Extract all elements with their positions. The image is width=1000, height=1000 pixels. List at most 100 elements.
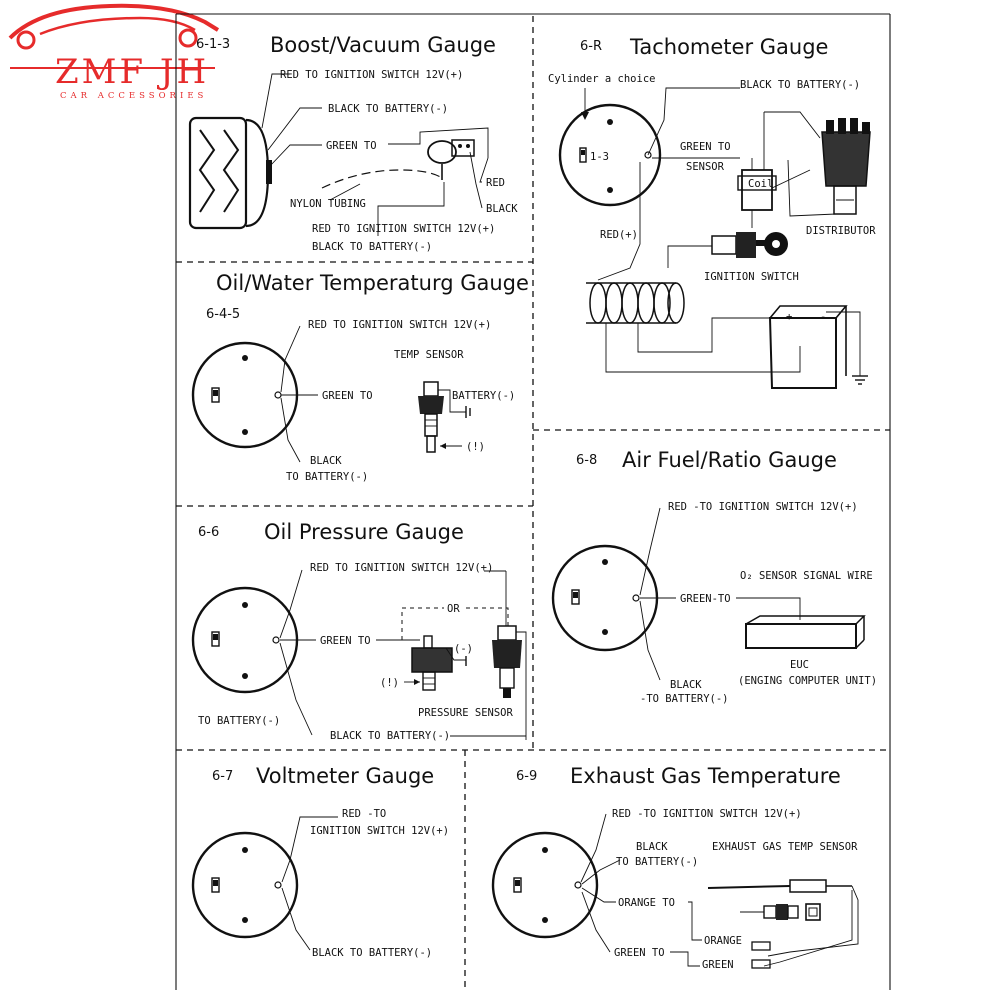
egt-label-to-battery: TO BATTERY(-)	[616, 856, 698, 868]
temp-sensor-icon	[418, 381, 444, 453]
afr-label-ecu-name: (ENGING COMPUTER UNIT)	[738, 675, 877, 687]
nylon-tubing-icon	[321, 169, 443, 189]
egt-label-red: RED -TO IGNITION SWITCH 12V(+)	[612, 808, 802, 820]
distributor-icon	[821, 118, 871, 215]
boost-label-red-wire: RED	[486, 177, 505, 189]
battery-icon: + -	[768, 305, 848, 389]
boost-sender-icon	[427, 139, 475, 180]
oilpress-label-caution: (!)	[380, 677, 399, 689]
brand-name: ZMF JH	[55, 52, 209, 92]
tach-label-red: RED(+)	[600, 229, 638, 241]
section-oil-pressure: 6-6 Oil Pressure Gauge RED TO IGNITION S…	[191, 520, 527, 742]
boost-label-nylon-tubing: NYLON TUBING	[290, 198, 366, 210]
section-code: 6-6	[198, 525, 219, 540]
egt-label-green: GREEN	[702, 959, 734, 971]
section-voltmeter: 6-7 Voltmeter Gauge RED -TO IGNITION SWI…	[191, 764, 449, 959]
afr-label-red: RED -TO IGNITION SWITCH 12V(+)	[668, 501, 858, 513]
oilpress-label-to-battery: TO BATTERY(-)	[198, 715, 280, 727]
section-code: 6-8	[576, 453, 597, 468]
oilpress-label-minus: (-)	[454, 643, 473, 655]
egt-label-green-to: GREEN TO	[614, 947, 665, 959]
section-boost-vacuum: 6-1-3 Boost/Vacuum Gauge RED TO IGNITION…	[188, 33, 518, 253]
egt-label-black: BLACK	[636, 841, 668, 853]
svg-text:1-3: 1-3	[590, 151, 609, 163]
section-code: 6-1-3	[196, 37, 230, 52]
section-tachometer: 6-R Tachometer Gauge Cylinder a choice 1…	[548, 35, 876, 389]
oilwater-label-green: GREEN TO	[322, 390, 373, 402]
section-title: Boost/Vacuum Gauge	[270, 33, 496, 57]
afr-label-to-battery: -TO BATTERY(-)	[640, 693, 729, 705]
afr-label-euc: EUC	[790, 659, 809, 671]
section-code: 6-9	[516, 769, 537, 784]
afr-label-green: GREEN-TO	[680, 593, 731, 605]
boost-label-red-sender: RED TO IGNITION SWITCH 12V(+)	[312, 223, 495, 235]
section-frames	[175, 13, 891, 990]
section-title: Air Fuel/Ratio Gauge	[622, 448, 837, 472]
egt-label-orange-to: ORANGE TO	[618, 897, 675, 909]
afr-label-o2-sensor: O₂ SENSOR SIGNAL WIRE	[740, 570, 873, 582]
section-title: Tachometer Gauge	[629, 35, 828, 59]
tach-label-cylinder: Cylinder a choice	[548, 73, 655, 85]
egt-label-sensor: EXHAUST GAS TEMP SENSOR	[712, 841, 858, 853]
section-title: Oil Pressure Gauge	[264, 520, 464, 544]
ecu-box-icon	[745, 615, 866, 649]
egt-label-orange: ORANGE	[704, 935, 742, 947]
brand-logo: ZMF JH CAR ACCESSORIES	[8, 3, 220, 101]
oilwater-label-temp-sensor: TEMP SENSOR	[394, 349, 464, 361]
oilpress-label-red: RED TO IGNITION SWITCH 12V(+)	[310, 562, 493, 574]
svg-text:+: +	[786, 311, 792, 323]
egt-probe-icon	[707, 879, 859, 967]
tach-label-sensor: SENSOR	[686, 161, 725, 173]
tach-label-black: BLACK TO BATTERY(-)	[740, 79, 860, 91]
boost-label-red: RED TO IGNITION SWITCH 12V(+)	[280, 69, 463, 81]
boost-label-black-sender: BLACK TO BATTERY(-)	[312, 241, 432, 253]
tach-gauge-icon: 1-3	[558, 103, 662, 207]
boost-label-green: GREEN TO	[326, 140, 377, 152]
section-oil-water-temp: Oil/Water Temperaturg Gauge 6-4-5 RED TO…	[191, 271, 529, 483]
egt-connector-icon	[751, 941, 771, 969]
ignition-switch-icon	[711, 232, 788, 258]
svg-text:-: -	[820, 311, 826, 323]
tach-label-distributor: DISTRIBUTOR	[806, 225, 876, 237]
ground-symbol-icon	[852, 375, 868, 385]
section-code: 6-7	[212, 769, 233, 784]
oilwater-label-caution: (!)	[466, 441, 485, 453]
brand-tagline: CAR ACCESSORIES	[60, 91, 207, 101]
tach-label-coil: Coil	[748, 178, 773, 190]
section-title: Voltmeter Gauge	[256, 764, 434, 788]
oilpress-label-green: GREEN TO	[320, 635, 371, 647]
tach-label-green: GREEN TO	[680, 141, 731, 153]
pressure-sender-round-icon	[411, 635, 453, 691]
section-code: 6-4-5	[206, 307, 240, 322]
logo-rear-wheel-icon	[178, 28, 198, 48]
logo-car-roof-icon	[8, 3, 220, 40]
oilpress-label-or: OR	[447, 603, 460, 615]
oilwater-label-red: RED TO IGNITION SWITCH 12V(+)	[308, 319, 491, 331]
section-title: Oil/Water Temperaturg Gauge	[216, 271, 529, 295]
section-title: Exhaust Gas Temperature	[570, 764, 841, 788]
volt-label-ignition: IGNITION SWITCH 12V(+)	[310, 825, 449, 837]
egt-compression-fitting-icon	[740, 903, 821, 921]
ignition-coil-icon: Coil	[737, 112, 777, 211]
oilpress-label-pressure-sensor: PRESSURE SENSOR	[418, 707, 514, 719]
voltmeter-gauge-icon	[191, 831, 299, 939]
tach-label-ignition-switch: IGNITION SWITCH	[704, 271, 799, 283]
volt-label-red: RED -TO	[342, 808, 386, 820]
boost-label-black-wire: BLACK	[486, 203, 518, 215]
boost-label-black: BLACK TO BATTERY(-)	[328, 103, 448, 115]
volt-label-black: BLACK TO BATTERY(-)	[312, 947, 432, 959]
wire-loom-icon	[586, 282, 685, 324]
oilwater-label-to-battery: TO BATTERY(-)	[286, 471, 368, 483]
egt-gauge-icon	[491, 831, 599, 939]
logo-front-wheel-icon	[16, 30, 36, 50]
pressure-sensor-icon	[492, 625, 522, 698]
boost-gauge-side-view-icon	[188, 116, 272, 230]
oilpress-label-black: BLACK TO BATTERY(-)	[330, 730, 450, 742]
afr-label-black: BLACK	[670, 679, 702, 691]
oilwater-label-battery: BATTERY(-)	[452, 390, 515, 402]
section-exhaust-gas-temp: 6-9 Exhaust Gas Temperature RED -TO IGNI…	[491, 764, 859, 971]
section-air-fuel-ratio: 6-8 Air Fuel/Ratio Gauge RED -TO IGNITIO…	[551, 448, 877, 705]
oilwater-label-black: BLACK	[310, 455, 342, 467]
section-code: 6-R	[580, 39, 602, 54]
